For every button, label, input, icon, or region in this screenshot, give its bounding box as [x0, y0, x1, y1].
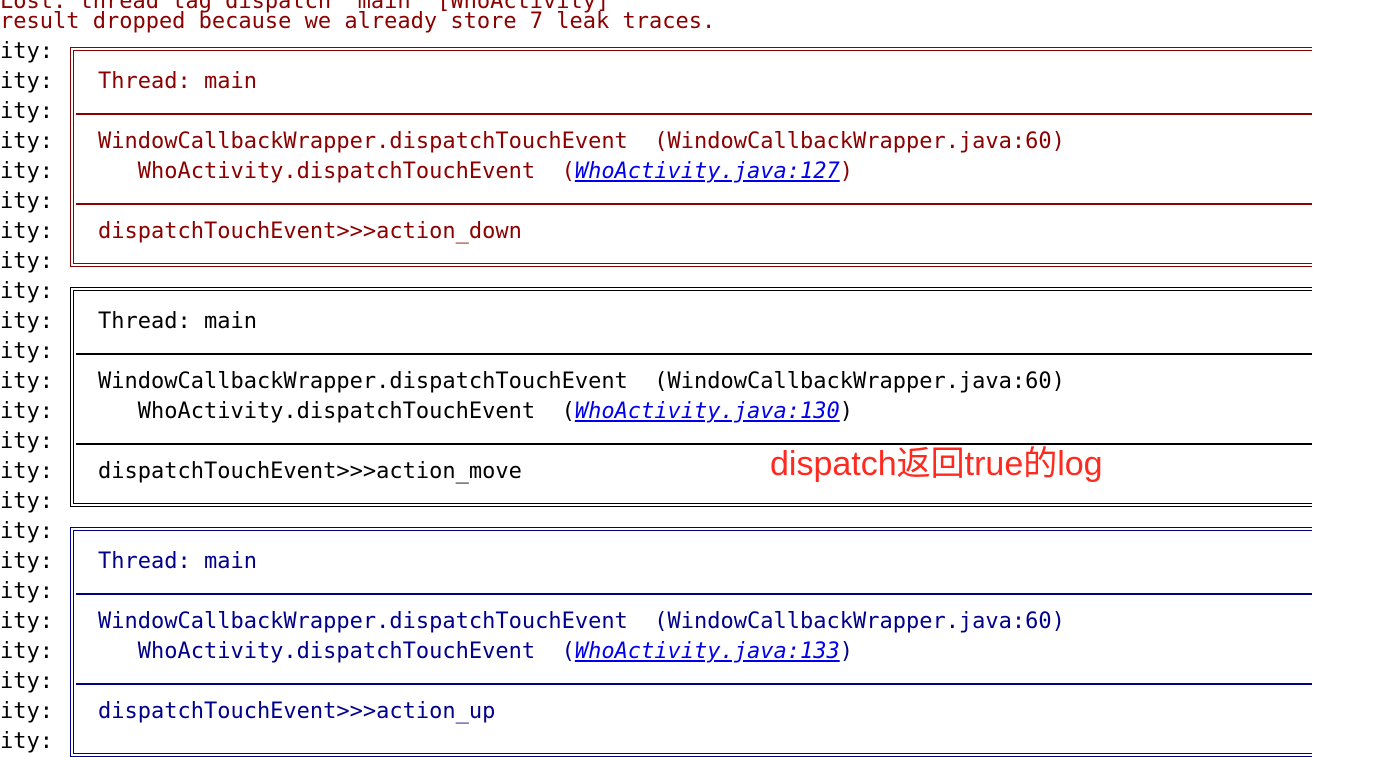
log-block-action-move: Thread: main WindowCallbackWrapper.dispa…: [70, 287, 1312, 507]
log-tag-label: ity:: [0, 159, 53, 184]
stack-frame-1: WindowCallbackWrapper.dispatchTouchEvent…: [98, 369, 1065, 394]
stack-frame-1: WindowCallbackWrapper.dispatchTouchEvent…: [98, 609, 1065, 634]
log-tag-label: ity:: [0, 69, 53, 94]
log-tag-label: ity:: [0, 429, 53, 454]
divider: [76, 113, 1312, 115]
log-tag-label: ity:: [0, 549, 53, 574]
source-link[interactable]: WhoActivity.java:130: [574, 399, 840, 424]
log-tag-label: ity:: [0, 279, 53, 304]
log-tag-label: ity:: [0, 489, 53, 514]
log-header-line-1: Lost: thread tag dispatch main [WhoActiv…: [0, 0, 610, 14]
log-message: dispatchTouchEvent>>>action_down: [98, 219, 522, 244]
log-tag-label: ity:: [0, 99, 53, 124]
log-block-action-down: Thread: main WindowCallbackWrapper.dispa…: [70, 47, 1312, 267]
stack-frame-2: WhoActivity.dispatchTouchEvent (WhoActiv…: [98, 639, 853, 664]
log-message: dispatchTouchEvent>>>action_move: [98, 459, 522, 484]
thread-label: Thread: main: [98, 549, 257, 574]
source-link[interactable]: WhoActivity.java:127: [574, 159, 840, 184]
stack-frame-2: WhoActivity.dispatchTouchEvent (WhoActiv…: [98, 159, 853, 184]
log-tag-label: ity:: [0, 669, 53, 694]
stack-frame-2: WhoActivity.dispatchTouchEvent (WhoActiv…: [98, 399, 853, 424]
log-tag-label: ity:: [0, 249, 53, 274]
log-block-action-up: Thread: main WindowCallbackWrapper.dispa…: [70, 527, 1312, 757]
log-tag-label: ity:: [0, 609, 53, 634]
log-tag-label: ity:: [0, 729, 53, 754]
log-tag-label: ity:: [0, 339, 53, 364]
log-tag-label: ity:: [0, 459, 53, 484]
stack-frame-1: WindowCallbackWrapper.dispatchTouchEvent…: [98, 129, 1065, 154]
log-tag-label: ity:: [0, 39, 53, 64]
log-header-line-2: result dropped because we already store …: [0, 9, 716, 34]
annotation-note: dispatch返回true的log: [770, 445, 1103, 483]
divider: [76, 593, 1312, 595]
thread-label: Thread: main: [98, 69, 257, 94]
log-message: dispatchTouchEvent>>>action_up: [98, 699, 496, 724]
log-tag-label: ity:: [0, 369, 53, 394]
log-tag-label: ity:: [0, 519, 53, 544]
log-tag-label: ity:: [0, 399, 53, 424]
divider: [76, 683, 1312, 685]
divider: [76, 443, 1312, 445]
source-link[interactable]: WhoActivity.java:133: [574, 639, 840, 664]
log-tag-label: ity:: [0, 129, 53, 154]
log-tag-label: ity:: [0, 189, 53, 214]
log-tag-label: ity:: [0, 699, 53, 724]
log-tag-label: ity:: [0, 579, 53, 604]
divider: [76, 203, 1312, 205]
log-tag-label: ity:: [0, 309, 53, 334]
log-tag-label: ity:: [0, 639, 53, 664]
divider: [76, 353, 1312, 355]
thread-label: Thread: main: [98, 309, 257, 334]
log-tag-label: ity:: [0, 219, 53, 244]
